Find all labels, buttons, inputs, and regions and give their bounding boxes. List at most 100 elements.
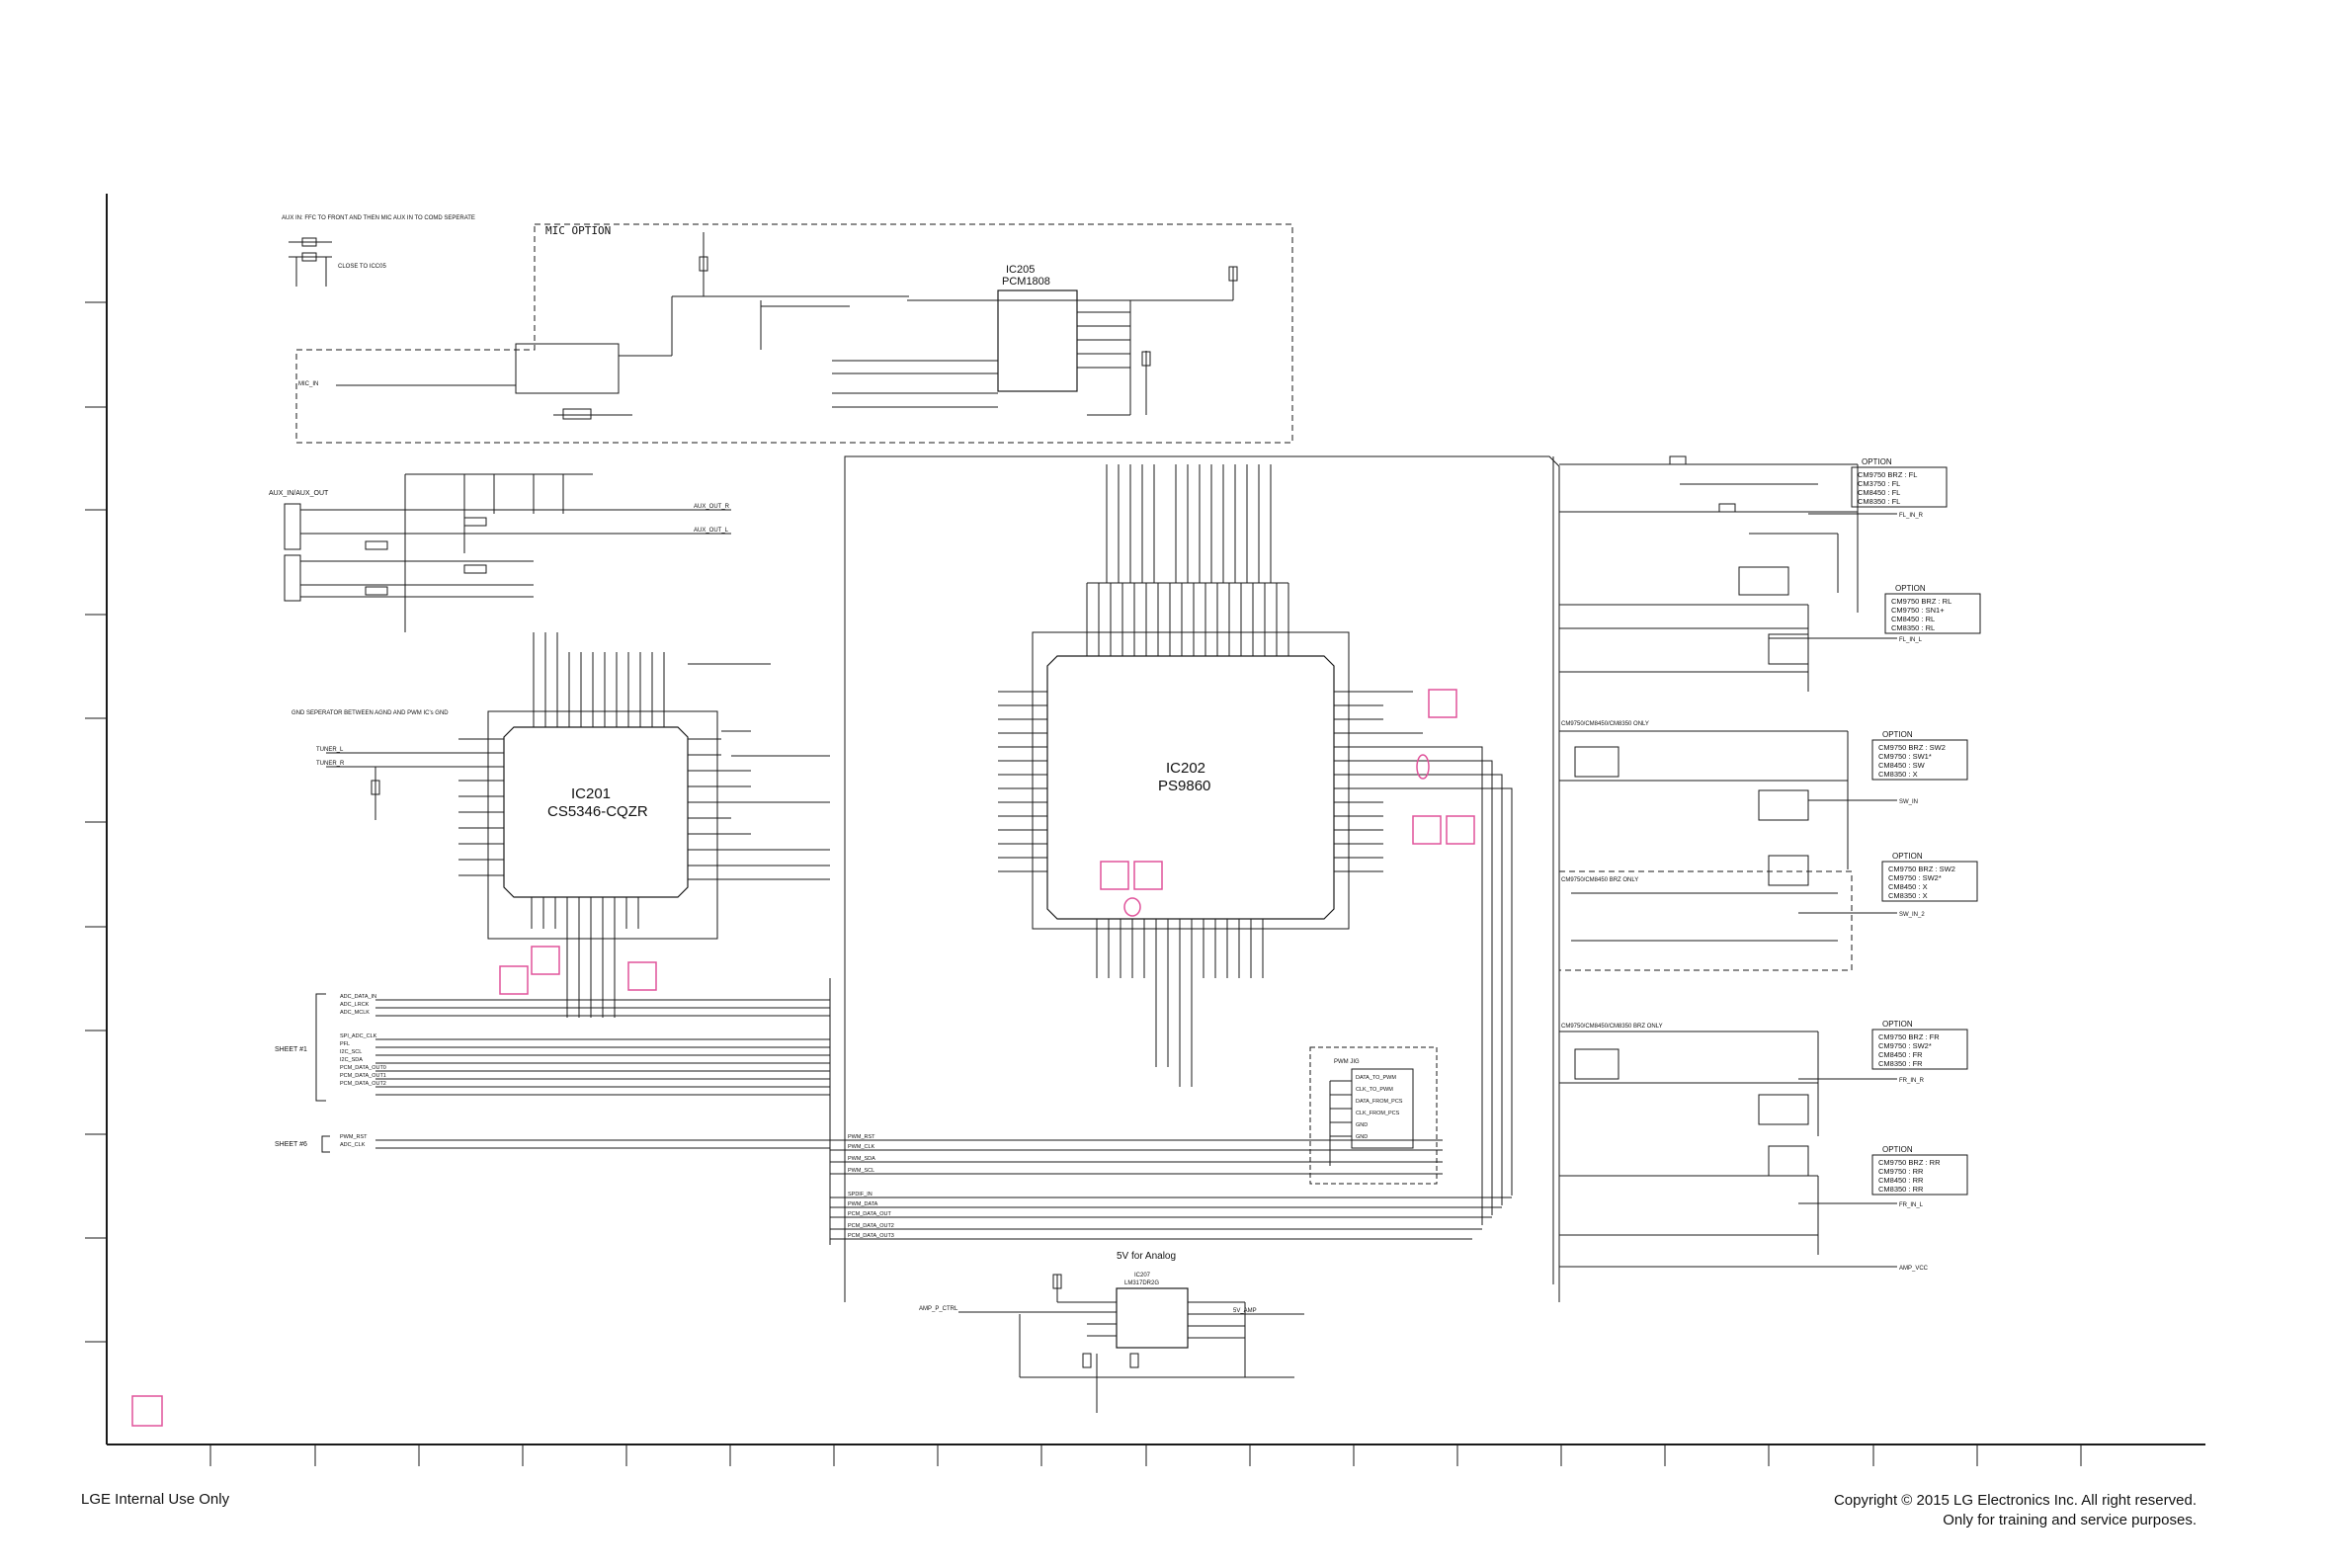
ic201: IC201 CS5346-CQZR: [291, 632, 830, 1018]
ic207-ref: IC207: [1134, 1273, 1151, 1279]
sheet1-net-label: PCM_DATA_OUT0: [340, 1065, 386, 1071]
option-fr-line1: CM9750 BRZ : FR: [1878, 1032, 1940, 1041]
option-sw-line3: CM8450 : SW: [1878, 761, 1926, 770]
sw2-only-note: CM9750/CM8450 BRZ ONLY: [1561, 877, 1638, 883]
tuner-r-label: TUNER_R: [316, 761, 345, 767]
amp-vcc-label: AMP_VCC: [1899, 1266, 1929, 1272]
sheet1-net-label: ADC_LRCK: [340, 1002, 370, 1008]
sum-vol-label: 5V_AMP: [1233, 1308, 1257, 1314]
footer-copyright: Copyright © 2015 LG Electronics Inc. All…: [1834, 1491, 2197, 1530]
sheet6-net-label: ADC_CLK: [340, 1142, 366, 1148]
sheet-refs: SHEET #1 SHEET #6: [275, 978, 831, 1245]
bus-net-label: SPDIF_IN: [848, 1192, 872, 1197]
out-sw-in: SW_IN: [1899, 799, 1918, 805]
sheet6-label: SHEET #6: [275, 1141, 307, 1148]
mic-in-label: MIC_IN: [298, 381, 318, 387]
output-sections: [1552, 455, 1897, 1284]
power-5v-label: 5V for Analog: [1117, 1251, 1176, 1262]
mic-option-region: MIC OPTION MIC_IN: [295, 223, 1293, 444]
option-fr-line2: CM9750 : SW2*: [1878, 1041, 1932, 1050]
option-sw2-line3: CM8450 : X: [1888, 882, 1928, 891]
out-fr-in-r: FR_IN_R: [1899, 1078, 1925, 1084]
note-top-left-2: CLOSE TO ICC05: [338, 264, 386, 270]
option-fl-title: OPTION: [1862, 457, 1892, 466]
mic-option-label: MIC OPTION: [545, 224, 611, 237]
right-outputs: FL_IN_R FL_IN_L SW_IN SW_IN_2 FR_IN_R FR…: [1561, 513, 1929, 1272]
tuner-l-label: TUNER_L: [316, 747, 344, 753]
option-rr-line1: CM9750 BRZ : RR: [1878, 1158, 1941, 1167]
bus-net-label: PCM_DATA_OUT3: [848, 1233, 894, 1239]
bus-net-label: PWM_CLK: [848, 1144, 875, 1150]
footer-copyright-line1: Copyright © 2015 LG Electronics Inc. All…: [1833, 1492, 2197, 1509]
bus-net-label: PCM_DATA_OUT: [848, 1211, 891, 1217]
bus-net-label: PCM_DATA_OUT2: [848, 1223, 894, 1229]
sheet1-net-label: ADC_DATA_IN: [340, 994, 376, 1000]
ic205: IC205 PCM1808: [760, 264, 1238, 416]
bus-net-label: PWM_SCL: [848, 1168, 874, 1174]
option-box-fr: OPTION CM9750 BRZ : FR CM9750 : SW2* CM8…: [1871, 1020, 1968, 1070]
pwm-jig-label: PWM JIG: [1334, 1059, 1360, 1065]
ic207-part: LM317DR2G: [1124, 1280, 1159, 1286]
ic202-ref: IC202: [1166, 760, 1205, 777]
note-top-left-1: AUX IN: FFC TO FRONT AND THEN MIC AUX IN…: [282, 215, 475, 221]
option-box-rr: OPTION CM9750 BRZ : RR CM9750 : RR CM845…: [1871, 1145, 1968, 1196]
option-sw2-line4: CM8350 : X: [1888, 891, 1928, 900]
option-rl-line2: CM9750 : SN1+: [1891, 606, 1945, 615]
sw-only-note: CM9750/CM8450/CM8350 ONLY: [1561, 721, 1649, 727]
option-sw-line4: CM8350 : X: [1878, 770, 1918, 779]
option-fl-line1: CM9750 BRZ : FL: [1858, 470, 1917, 479]
option-rr-line4: CM8350 : RR: [1878, 1185, 1924, 1194]
ic205-ref: IC205: [1006, 264, 1035, 276]
sheet1-net-label: SPI_ADC_CLK: [340, 1033, 377, 1039]
footer-copyright-line2: Only for training and service purposes.: [1943, 1512, 2197, 1528]
sheet-frame: [85, 194, 2205, 1466]
pwm-jig-pin-label: DATA_FROM_PCS: [1356, 1099, 1403, 1105]
option-box-fl: OPTION CM9750 BRZ : FL CM3750 : FL CM845…: [1851, 457, 1948, 508]
fr-only-note: CM9750/CM8450/CM8350 BRZ ONLY: [1561, 1024, 1663, 1030]
option-rr-line2: CM9750 : RR: [1878, 1167, 1924, 1176]
option-box-rl: OPTION CM9750 BRZ : RL CM9750 : SN1+ CM8…: [1884, 584, 1981, 634]
out-fr-in-l: FR_IN_L: [1899, 1202, 1924, 1208]
option-fr-line4: CM8350 : FR: [1878, 1059, 1923, 1068]
sheet6-net-label: PWM_RST: [340, 1134, 368, 1140]
option-rr-line3: CM8450 : RR: [1878, 1176, 1924, 1185]
aux-block: AUX_IN/AUX_OUT AUX_OUT_R AUX_OUT_L: [269, 473, 731, 632]
option-sw-line1: CM9750 BRZ : SW2: [1878, 743, 1946, 752]
option-sw2-line2: CM9750 : SW2*: [1888, 873, 1942, 882]
aux-out-r-label: AUX_OUT_R: [694, 504, 730, 510]
option-fl-line4: CM8350 : FL: [1858, 497, 1900, 506]
out-sw-in-2: SW_IN_2: [1899, 912, 1925, 918]
aux-in-out-label: AUX_IN/AUX_OUT: [269, 490, 329, 497]
bus-net-label: PWM_RST: [848, 1134, 875, 1140]
ic202-part: PS9860: [1158, 778, 1210, 794]
option-fl-line2: CM3750 : FL: [1858, 479, 1900, 488]
sheet1-net-label: ADC_MCLK: [340, 1010, 370, 1016]
option-sw2-title: OPTION: [1892, 852, 1923, 861]
top-left-resistors: [289, 237, 332, 287]
ic202: IC202 PS9860: [844, 455, 1560, 1302]
option-box-sw2: OPTION CM9750 BRZ : SW2 CM9750 : SW2* CM…: [1881, 852, 1978, 902]
ic201-part: CS5346-CQZR: [547, 803, 648, 820]
gnd-separator-note: GND SEPERATOR BETWEEN AGND AND PWM IC's …: [291, 710, 449, 716]
pwm-jig: PWM JIG: [1309, 1046, 1438, 1185]
option-rl-line4: CM8350 : RL: [1891, 623, 1935, 632]
option-rr-title: OPTION: [1882, 1145, 1913, 1154]
option-rl-line1: CM9750 BRZ : RL: [1891, 597, 1951, 606]
highlight-boxes: [131, 689, 1475, 1427]
pwm-jig-pin-label: GND: [1356, 1134, 1368, 1140]
pwm-jig-pin-label: GND: [1356, 1122, 1368, 1128]
sheet1-net-label: PCM_DATA_OUT1: [340, 1073, 386, 1079]
option-rl-line3: CM8450 : RL: [1891, 615, 1935, 623]
option-sw-line2: CM9750 : SW1*: [1878, 752, 1932, 761]
regulator-5v: 5V for Analog IC207 LM317DR2G AMP_P_CTRL…: [919, 1251, 1304, 1413]
ic201-ref: IC201: [571, 785, 611, 802]
out-fl-in-l: FL_IN_L: [1899, 637, 1923, 643]
option-sw2-line1: CM9750 BRZ : SW2: [1888, 865, 1955, 873]
option-fl-line3: CM8450 : FL: [1858, 488, 1900, 497]
pwm-jig-pin-label: CLK_TO_PWM: [1356, 1087, 1393, 1093]
sheet1-net-label: I2C_SDA: [340, 1057, 363, 1063]
bus-net-label: PWM_SDA: [848, 1156, 875, 1162]
bus-net-label: PWM_DATA: [848, 1201, 878, 1207]
signal-bus: [830, 746, 1513, 1240]
option-fr-title: OPTION: [1882, 1020, 1913, 1029]
